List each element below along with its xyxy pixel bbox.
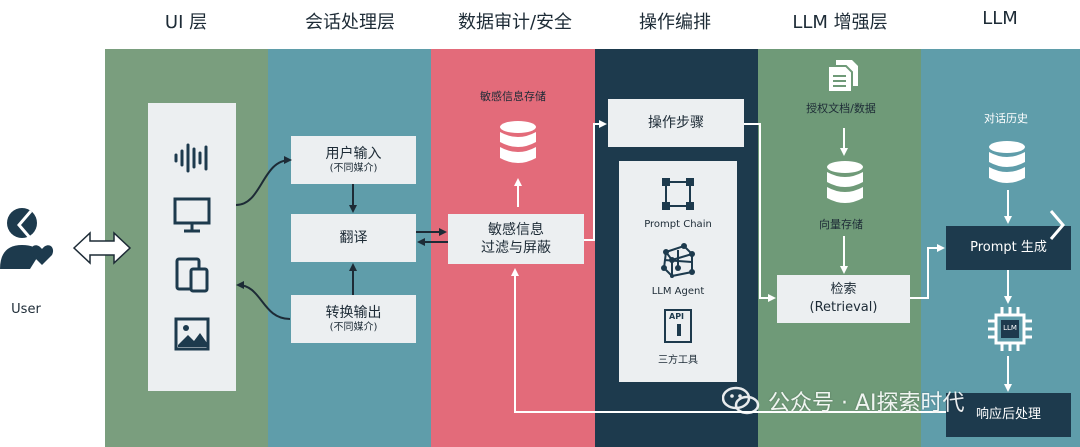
chat-history-label: 对话历史 [984, 112, 1028, 125]
user-label: User [11, 302, 41, 317]
operation-steps-label: 操作步骤 [648, 115, 704, 131]
response-postprocess-box: 响应后处理 [946, 393, 1071, 437]
convert-output-sublabel: (不同媒介) [329, 322, 378, 333]
translate-label: 翻译 [339, 230, 368, 246]
retrieval-line1: 检索 [830, 282, 857, 297]
user-input-label: 用户输入 [325, 146, 382, 162]
third-party-tools-label: 三方工具 [658, 355, 698, 366]
header-orchestration-layer: 操作编排 [639, 12, 711, 33]
prompt-generation-box: Prompt 生成 [946, 226, 1071, 270]
retrieval-line2: (Retrieval) [809, 300, 878, 315]
operation-steps-box: 操作步骤 [608, 99, 744, 147]
header-ui-layer: UI 层 [164, 12, 208, 33]
llm-agent-label: LLM Agent [651, 286, 705, 297]
prompt-generation-label: Prompt 生成 [970, 240, 1047, 255]
sensitive-filter-box: 敏感信息 过滤与屏蔽 [448, 214, 584, 264]
database-icon [498, 120, 538, 166]
chat-history-database-icon [987, 140, 1027, 186]
header-llm-layer: LLM [982, 8, 1018, 29]
convert-output-box: 转换输出 (不同媒介) [291, 295, 416, 343]
header-session-layer: 会话处理层 [305, 12, 395, 33]
api-icon-text: API [669, 312, 685, 321]
prompt-chain-label: Prompt Chain [644, 219, 712, 230]
audio-wave-icon [172, 143, 212, 173]
network-cube-icon [661, 243, 695, 278]
double-arrow-icon [72, 230, 132, 266]
api-icon: API [664, 309, 692, 343]
response-postprocess-label: 响应后处理 [975, 407, 1041, 422]
tools-panel: Prompt Chain LLM Agent API 三方工具 [619, 161, 737, 382]
retrieval-box: 检索 (Retrieval) [777, 275, 910, 323]
monitor-icon [173, 197, 211, 233]
watermark: 公众号 · AI探索时代 [722, 385, 965, 417]
devices-icon [174, 257, 210, 293]
user-input-sublabel: (不同媒介) [329, 163, 378, 174]
vector-store-label: 向量存储 [819, 218, 863, 231]
vector-store-icon [825, 160, 865, 206]
third-party-tools-item: API 三方工具 [658, 309, 698, 366]
image-icon [174, 317, 210, 351]
convert-output-label: 转换输出 [325, 305, 382, 321]
llm-chip-text: LLM [1003, 324, 1017, 332]
authorized-docs-label: 授权文档/数据 [806, 102, 876, 115]
header-enhance-layer: LLM 增强层 [792, 12, 888, 33]
header-security-layer: 数据审计/安全 [457, 12, 573, 33]
carousel-next-button[interactable] [1040, 198, 1074, 252]
sensitive-filter-line1: 敏感信息 [488, 222, 544, 238]
sensitive-filter-line2: 过滤与屏蔽 [481, 240, 551, 256]
ui-media-panel [148, 103, 236, 391]
llm-agent-item: LLM Agent [651, 242, 705, 297]
carousel-prev-button[interactable] [8, 198, 42, 252]
sensitive-storage-label: 敏感信息存储 [480, 90, 546, 103]
prompt-chain-item: Prompt Chain [644, 177, 712, 230]
prompt-chain-icon [662, 178, 694, 210]
llm-chip-icon: LLM [986, 305, 1034, 353]
translate-box: 翻译 [291, 214, 416, 262]
documents-icon [826, 58, 860, 94]
user-input-box: 用户输入 (不同媒介) [291, 136, 416, 184]
watermark-text: 公众号 · AI探索时代 [768, 391, 965, 416]
wechat-icon [722, 386, 760, 415]
